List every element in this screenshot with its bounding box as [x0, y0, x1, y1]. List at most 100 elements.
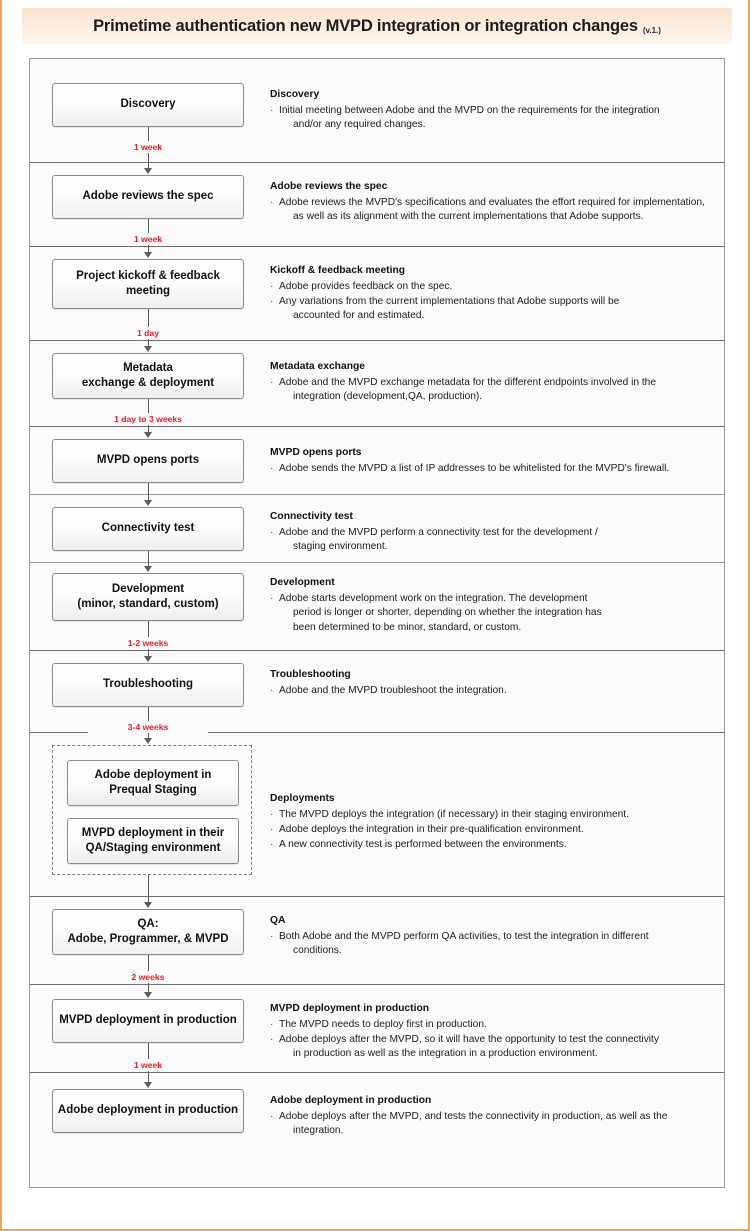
bullet-continuation: integration (development,QA, production)… — [293, 391, 483, 403]
bullet-item: Both Adobe and the MVPD perform QA activ… — [270, 930, 712, 959]
description-heading: Troubleshooting — [270, 669, 351, 680]
process-box-label: MVPD deployment in production — [59, 1014, 237, 1027]
description-bullets: Adobe sends the MVPD a list of IP addres… — [270, 462, 712, 476]
description-heading: Adobe deployment in production — [270, 1095, 432, 1106]
description-heading: Metadata exchange — [270, 361, 365, 372]
bullet-continuation: and/or any required changes. — [293, 119, 426, 131]
description-bullets: The MVPD needs to deploy first in produc… — [270, 1018, 712, 1062]
connector-line — [148, 985, 150, 993]
bullet-continuation: been determined to be minor, standard, o… — [293, 621, 522, 633]
description-heading: QA — [270, 915, 286, 926]
bullet-item: Adobe deploys the integration in their p… — [270, 823, 712, 837]
arrow-head-icon — [144, 992, 152, 998]
bullet-item: The MVPD deploys the integration (if nec… — [270, 808, 712, 822]
connector-line — [148, 1073, 150, 1083]
bullet-item: Adobe starts development work on the int… — [270, 592, 712, 635]
process-box-discovery[interactable]: Discovery — [52, 83, 244, 127]
bullet-item: Adobe reviews the MVPD's specifications … — [270, 196, 712, 225]
process-box-label: Development(minor, standard, custom) — [77, 582, 219, 610]
connector-line — [148, 247, 150, 253]
description-bullets: Adobe reviews the MVPD's specifications … — [270, 196, 712, 225]
arrow-head-icon — [144, 432, 152, 438]
description-heading: Deployments — [270, 793, 335, 804]
description-qa: QA Both Adobe and the MVPD perform QA act… — [270, 915, 718, 959]
bullet-item: Adobe provides feedback on the spec. — [270, 280, 712, 294]
connector-line — [148, 651, 150, 657]
bullet-continuation: in production as well as the integration… — [293, 1048, 598, 1060]
description-bullets: Both Adobe and the MVPD perform QA activ… — [270, 930, 712, 959]
connector-line — [148, 309, 150, 341]
process-box-adobe-deploy-production[interactable]: Adobe deployment in production — [52, 1089, 244, 1133]
description-heading: Discovery — [270, 89, 320, 100]
arrow-head-icon — [144, 1082, 152, 1088]
process-box-mvpd-deploy-production[interactable]: MVPD deployment in production — [52, 999, 244, 1043]
process-box-adobe-reviews-spec[interactable]: Adobe reviews the spec — [52, 175, 244, 219]
arrow-head-icon — [144, 346, 152, 352]
arrow-head-icon — [144, 656, 152, 662]
description-troubleshooting: TroubleshootingAdobe and the MVPD troubl… — [270, 669, 718, 699]
process-box-qa[interactable]: QA:Adobe, Programmer, & MVPD — [52, 909, 244, 955]
connector-line — [148, 897, 150, 903]
arrow-head-icon — [144, 500, 152, 506]
description-heading: Kickoff & feedback meeting — [270, 265, 406, 276]
bullet-item: Adobe sends the MVPD a list of IP addres… — [270, 462, 712, 476]
process-box-label: Connectivity test — [101, 522, 195, 535]
duration-label-adobe-reviews-spec: 1 week — [88, 233, 208, 245]
arrow-head-icon — [144, 738, 152, 744]
description-heading: Connectivity test — [270, 511, 353, 522]
description-bullets: Adobe and the MVPD perform a connectivit… — [270, 526, 712, 555]
description-bullets: Adobe starts development work on the int… — [270, 592, 712, 635]
connector-line — [148, 875, 150, 897]
description-heading: Development — [270, 577, 335, 588]
process-box-troubleshooting[interactable]: Troubleshooting — [52, 663, 244, 707]
flow-column-left: Adobe deployment in production — [30, 1073, 270, 1159]
flow-column-left: MVPD opens ports — [30, 427, 270, 495]
version-label: (v.1.) — [642, 25, 661, 35]
process-box-label: Adobe deployment in production — [57, 1104, 239, 1117]
description-heading: Adobe reviews the spec — [270, 181, 388, 192]
connector-line — [148, 563, 150, 567]
description-connectivity-test: Connectivity testAdobe and the MVPD perf… — [270, 511, 718, 555]
description-adobe-reviews-spec: Adobe reviews the specAdobe reviews the … — [270, 181, 718, 225]
connector-line — [148, 483, 150, 495]
flow-column-left: Adobe reviews the spec 1 week — [30, 163, 270, 247]
description-bullets: Adobe provides feedback on the spec.Any … — [270, 280, 712, 324]
process-box-label: Adobe reviews the spec — [82, 190, 214, 203]
connector-line — [148, 495, 150, 501]
bullet-continuation: as well as its alignment with the curren… — [293, 211, 644, 223]
process-box-mvpd-opens-ports[interactable]: MVPD opens ports — [52, 439, 244, 483]
arrow-head-icon — [144, 902, 152, 908]
connector-line — [148, 621, 150, 651]
process-box-development[interactable]: Development(minor, standard, custom) — [52, 573, 244, 621]
arrow-head-icon — [144, 566, 152, 572]
process-box-connectivity-test[interactable]: Connectivity test — [52, 507, 244, 551]
bullet-continuation: integration. — [293, 1125, 344, 1137]
process-box-label: QA:Adobe, Programmer, & MVPD — [67, 917, 229, 945]
bullet-item: Adobe and the MVPD exchange metadata for… — [270, 376, 712, 405]
description-bullets: Adobe deploys after the MVPD, and tests … — [270, 1110, 712, 1139]
description-bullets: Initial meeting between Adobe and the MV… — [270, 104, 712, 133]
connector-line — [148, 955, 150, 985]
arrow-head-icon — [144, 168, 152, 174]
connector-line — [148, 427, 150, 433]
